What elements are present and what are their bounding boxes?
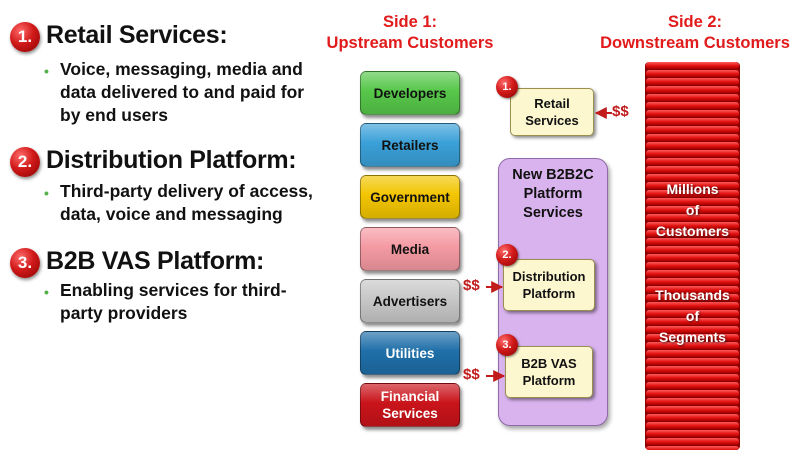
stack-segment (646, 70, 739, 77)
number-badge-3: 3. (10, 248, 40, 278)
stack-segment (646, 102, 739, 109)
stack-segment (646, 310, 739, 317)
item-title: Distribution Platform: (46, 146, 297, 174)
service-number-1: 1. (496, 76, 518, 98)
stack-segment (646, 358, 739, 365)
number-badge-2: 2. (10, 147, 40, 177)
side2-line2: Downstream Customers (600, 34, 790, 52)
stack-segment (646, 190, 739, 197)
stack-segment (646, 326, 739, 333)
side1-line2: Upstream Customers (326, 34, 494, 52)
side1-header: Side 1: Upstream Customers (310, 12, 510, 54)
stack-segment (646, 318, 739, 325)
stack-segment (646, 294, 739, 301)
stack-segment (646, 174, 739, 181)
stack-segment (646, 430, 739, 437)
ds-line: Millions (666, 181, 719, 197)
side1-line1: Side 1: (382, 13, 438, 31)
stack-segment (646, 302, 739, 309)
stack-segment (646, 166, 739, 173)
stack-segment (646, 230, 739, 237)
stack-segment (646, 134, 739, 141)
stack-segment (646, 78, 739, 85)
customer-box-advertisers: Advertisers (360, 279, 460, 323)
service-number-3: 3. (496, 334, 518, 356)
stack-segment (646, 222, 739, 229)
ds-line: of (685, 202, 700, 218)
stack-segment (646, 86, 739, 93)
item-title: B2B VAS Platform: (46, 247, 265, 275)
customer-box-financial-services: Financial Services (360, 383, 460, 427)
stack-segment (646, 238, 739, 245)
item-text-line: Voice, messaging, media and (60, 59, 303, 79)
bullet-icon: • (44, 185, 49, 201)
stack-segment (646, 150, 739, 157)
number-badge-1: 1. (10, 22, 40, 52)
stack-segment (646, 182, 739, 189)
downstream-customer-stack (645, 62, 740, 450)
stack-segment (646, 126, 739, 133)
item-text-line: Enabling services for third- (60, 280, 287, 300)
stack-segment (646, 374, 739, 381)
stack-segment (646, 446, 739, 450)
platform-title: New B2B2C Platform Services (512, 167, 594, 221)
ds-line: Segments (659, 329, 726, 345)
money-label-distribution: $$ (463, 277, 480, 294)
stack-segment (646, 422, 739, 429)
stack-segment (646, 366, 739, 373)
service-number-2: 2. (496, 244, 518, 266)
stack-segment (646, 350, 739, 357)
item-title: Retail Services: (46, 21, 228, 49)
customer-box-media: Media (360, 227, 460, 271)
stack-segment (646, 254, 739, 261)
money-label-b2b: $$ (463, 366, 480, 383)
stack-segment (646, 438, 739, 445)
stack-segment (646, 198, 739, 205)
stack-segment (646, 286, 739, 293)
bullet-icon: • (44, 284, 49, 300)
stack-segment (646, 158, 739, 165)
service-box-distribution-platform: Distribution Platform (503, 259, 595, 311)
ds-line: of (685, 308, 700, 324)
stack-segment (646, 390, 739, 397)
item-text-line: data delivered to and paid for (60, 82, 305, 102)
stack-segment (646, 262, 739, 269)
stack-segment (646, 406, 739, 413)
side2-line1: Side 2: (667, 13, 723, 31)
stack-segment (646, 246, 739, 253)
bullet-icon: • (44, 63, 49, 79)
stack-segment (646, 278, 739, 285)
stack-segment (646, 110, 739, 117)
stack-segment (646, 142, 739, 149)
stack-segment (646, 334, 739, 341)
stack-segment (646, 118, 739, 125)
customer-box-retailers: Retailers (360, 123, 460, 167)
side2-header: Side 2: Downstream Customers (590, 12, 800, 54)
item-text-line: by end users (60, 105, 168, 125)
ds-line: Customers (655, 223, 730, 239)
stack-segment (646, 206, 739, 213)
stack-segment (646, 382, 739, 389)
service-box-b2b-vas-platform: B2B VAS Platform (505, 346, 593, 398)
downstream-customers-text: Millions of Customers (645, 180, 740, 240)
item-text-line: Third-party delivery of access, (60, 181, 313, 201)
stack-segment (646, 94, 739, 101)
service-box-retail-services: Retail Services (510, 88, 594, 136)
customer-box-utilities: Utilities (360, 331, 460, 375)
stack-segment (646, 342, 739, 349)
item-text-line: data, voice and messaging (60, 204, 283, 224)
stack-segment (646, 214, 739, 221)
stack-segment (646, 398, 739, 405)
customer-box-developers: Developers (360, 71, 460, 115)
customer-box-government: Government (360, 175, 460, 219)
money-label-retail: $$ (612, 103, 629, 120)
stack-segment (646, 414, 739, 421)
ds-line: Thousands (655, 287, 730, 303)
item-text-line: party providers (60, 303, 188, 323)
downstream-segments-text: Thousands of Segments (645, 286, 740, 346)
stack-segment (646, 270, 739, 277)
stack-segment (646, 62, 739, 69)
